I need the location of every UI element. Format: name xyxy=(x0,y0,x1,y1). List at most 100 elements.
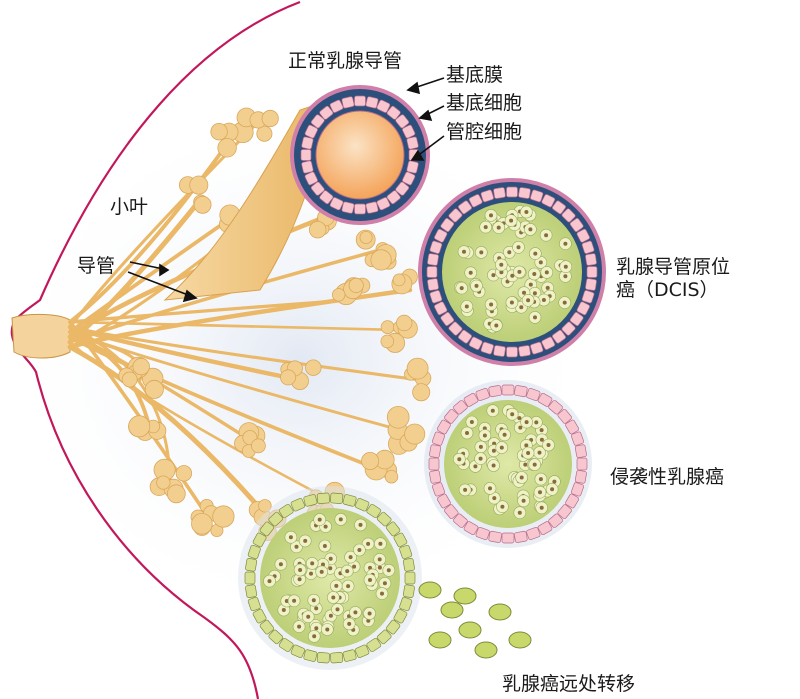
cell xyxy=(463,392,479,407)
cell xyxy=(406,136,419,150)
tumor-cell-nucleus xyxy=(292,598,297,603)
tumor-cell-nucleus xyxy=(325,627,330,632)
lobule-bud xyxy=(386,405,410,429)
cell xyxy=(354,95,366,107)
cell xyxy=(399,544,413,560)
lobule-bud xyxy=(309,220,327,239)
cell xyxy=(576,301,590,316)
cell xyxy=(448,208,463,223)
cell xyxy=(427,278,439,291)
lobule-bud xyxy=(412,383,431,402)
lobule-bud xyxy=(166,484,186,504)
cell xyxy=(428,457,440,471)
duct-branch xyxy=(67,324,303,383)
cell xyxy=(319,190,334,205)
label-dcis-line1: 乳腺导管原位 xyxy=(616,256,731,278)
cell xyxy=(399,596,413,612)
tumor-cell-nucleus xyxy=(474,283,479,288)
cell xyxy=(569,218,584,232)
lobule-bud xyxy=(193,195,212,214)
cell xyxy=(316,652,330,664)
tumor-cell-nucleus xyxy=(488,486,492,491)
tumor-cell-nucleus xyxy=(534,420,539,425)
tumor-cell-nucleus xyxy=(552,479,557,484)
tumor-cell-nucleus xyxy=(539,437,544,442)
cell xyxy=(341,96,355,109)
lobule-bud xyxy=(348,277,364,293)
tumor-cell-nucleus xyxy=(526,451,531,455)
tumor-cell-nucleus xyxy=(459,286,464,291)
tumor-cell-nucleus xyxy=(294,544,299,549)
cell xyxy=(393,532,408,548)
tumor-cell-nucleus xyxy=(491,463,496,468)
cell xyxy=(304,171,318,186)
cell xyxy=(440,312,455,326)
escaping-cell xyxy=(508,631,532,649)
cell xyxy=(453,513,468,528)
escaping-cell xyxy=(428,631,452,649)
lobule-bud xyxy=(144,379,164,399)
escaping-cell xyxy=(440,601,464,619)
cell xyxy=(245,558,258,572)
escaping-tumor-cells xyxy=(418,581,532,659)
cell xyxy=(290,497,306,512)
cell xyxy=(537,392,553,407)
normal-duct-cross-section xyxy=(290,85,430,225)
tumor-cell-nucleus xyxy=(499,270,504,275)
cell xyxy=(458,200,472,215)
tumor-cell-nucleus xyxy=(523,462,528,467)
cell xyxy=(342,494,357,507)
tumor-cell-nucleus xyxy=(473,464,478,469)
cell xyxy=(513,530,528,543)
tumor-cell-nucleus xyxy=(544,270,549,275)
cell xyxy=(453,400,468,415)
cell xyxy=(475,526,490,541)
tumor-cell-nucleus xyxy=(331,595,336,600)
tumor-cell-nucleus xyxy=(539,428,544,433)
tumor-cell-nucleus xyxy=(524,210,529,214)
cell xyxy=(475,387,490,402)
cell xyxy=(434,301,448,316)
cell xyxy=(406,160,419,174)
cell xyxy=(247,596,261,612)
tumor-cell-nucleus xyxy=(499,445,504,450)
tumor-cell-nucleus xyxy=(538,260,543,265)
tumor-cell-nucleus xyxy=(478,456,483,461)
cell xyxy=(341,201,355,214)
cell xyxy=(574,469,587,484)
lobule-bud xyxy=(128,415,151,438)
cell xyxy=(431,482,446,497)
cell xyxy=(329,197,344,211)
lobule-bud xyxy=(261,109,279,128)
tumor-cell-nucleus xyxy=(378,541,383,546)
tumor-cell-nucleus xyxy=(532,272,537,276)
tumor-cell-nucleus xyxy=(502,432,507,437)
tumor-cell-nucleus xyxy=(537,450,542,455)
lobule-bud xyxy=(156,475,171,490)
lobule-bud xyxy=(384,470,399,484)
tumor-cell-nucleus xyxy=(532,462,537,467)
label-luminal-cells: 管腔细胞 xyxy=(446,121,523,143)
tumor-cell-nucleus xyxy=(492,496,497,501)
lobule-bud xyxy=(396,314,413,332)
cell xyxy=(458,329,472,344)
tumor-cell-nucleus xyxy=(284,599,289,603)
tumor-cell-nucleus xyxy=(528,282,533,287)
label-basement-membrane: 基底膜 xyxy=(446,64,504,86)
duct-branch xyxy=(68,138,232,324)
escaping-cell xyxy=(458,621,482,639)
cell xyxy=(386,190,401,205)
lobule-bud xyxy=(280,369,297,386)
tumor-cell-nucleus xyxy=(545,285,550,290)
cell xyxy=(526,526,541,541)
tumor-cell-nucleus xyxy=(347,621,352,626)
tumor-cell-nucleus xyxy=(522,290,526,295)
cell xyxy=(354,497,370,512)
cell xyxy=(290,644,306,659)
cell xyxy=(434,228,448,243)
cell xyxy=(444,409,459,424)
cell xyxy=(561,321,576,336)
tumor-cell-nucleus xyxy=(521,498,526,503)
cell xyxy=(259,521,275,537)
